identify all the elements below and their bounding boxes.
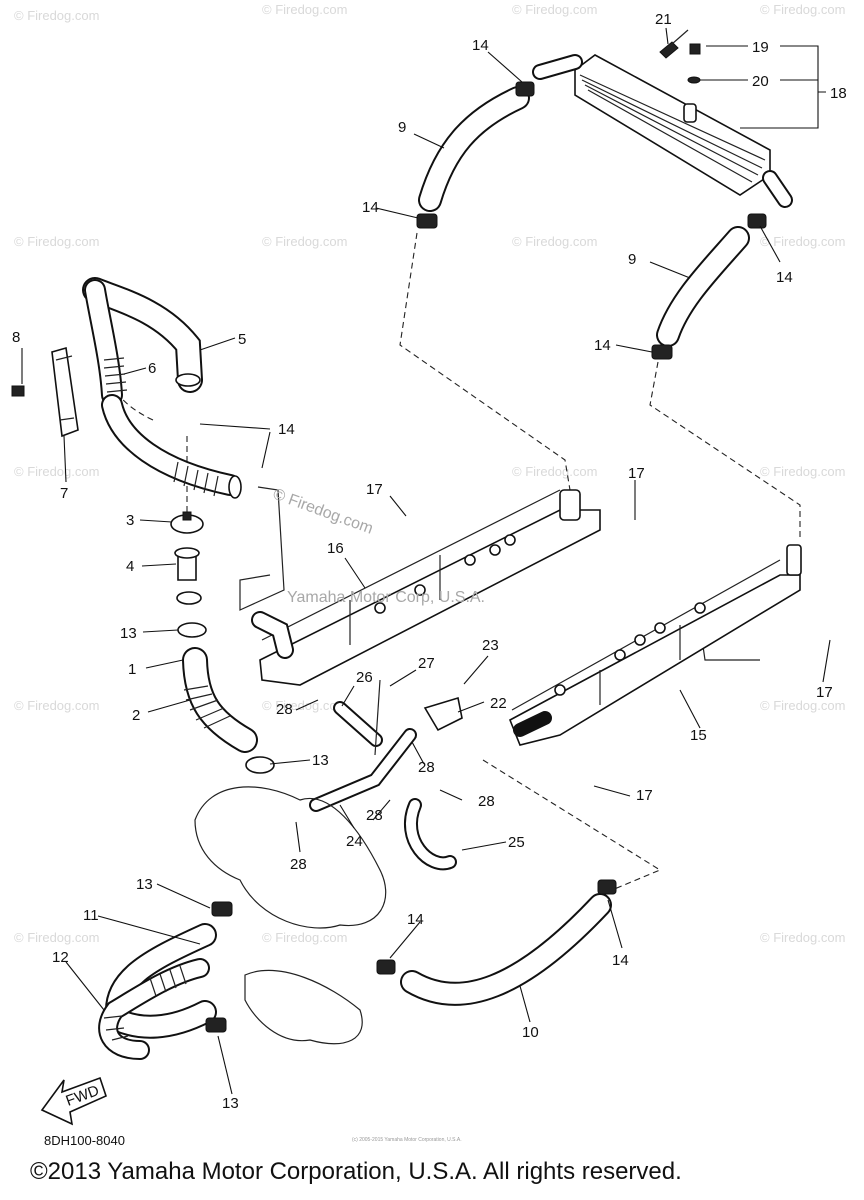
watermark: © Firedog.com <box>760 234 845 249</box>
hose-9-lower <box>651 213 767 360</box>
callout-7: 7 <box>60 485 68 502</box>
copyright-notice: ©2013 Yamaha Motor Corporation, U.S.A. A… <box>30 1158 682 1185</box>
bracket-7 <box>11 346 79 438</box>
callout-1: 1 <box>128 661 136 678</box>
callout-20: 20 <box>752 73 769 90</box>
connector-lines <box>103 232 801 891</box>
callout-13: 13 <box>222 1095 239 1112</box>
callout-14: 14 <box>594 337 611 354</box>
callout-28: 28 <box>276 701 293 718</box>
callout-21: 21 <box>655 11 672 28</box>
callout-5: 5 <box>238 331 246 348</box>
watermark-yamaha: Yamaha Motor Corp, U.S.A. <box>287 589 485 606</box>
firedog-watermarks: © Firedog.com © Firedog.com © Firedog.co… <box>14 2 845 945</box>
rail-16: Yamaha Motor Corp, U.S.A. <box>251 489 601 686</box>
diagram-code: 8DH100-8040 <box>44 1133 125 1148</box>
fwd-arrow: FWD <box>40 1076 107 1126</box>
callout-14: 14 <box>278 421 295 438</box>
callout-28: 28 <box>366 807 383 824</box>
callout-14: 14 <box>362 199 379 216</box>
callout-27: 27 <box>418 655 435 672</box>
watermark: © Firedog.com <box>760 464 845 479</box>
watermark: © Firedog.com <box>14 8 99 23</box>
callout-14: 14 <box>776 269 793 286</box>
hose-10 <box>376 879 617 1006</box>
hose-5-6 <box>82 277 242 499</box>
callout-12: 12 <box>52 949 69 966</box>
callout-17: 17 <box>816 684 833 701</box>
hose-9-upper <box>416 81 535 229</box>
part-callouts: 21 19 20 18 14 9 14 9 14 14 8 5 6 14 7 3… <box>12 11 847 1112</box>
callout-2: 2 <box>132 707 140 724</box>
callout-28: 28 <box>478 793 495 810</box>
watermark: © Firedog.com <box>512 464 597 479</box>
watermark: © Firedog.com <box>14 698 99 713</box>
callout-4: 4 <box>126 558 134 575</box>
callout-19: 19 <box>752 39 769 56</box>
callout-22: 22 <box>490 695 507 712</box>
callout-24: 24 <box>346 833 363 850</box>
watermark: © Firedog.com <box>14 234 99 249</box>
watermark: © Firedog.com <box>262 234 347 249</box>
cooler-assembly <box>532 29 793 208</box>
callout-17: 17 <box>636 787 653 804</box>
callout-9: 9 <box>628 251 636 268</box>
callout-3: 3 <box>126 512 134 529</box>
callout-15: 15 <box>690 727 707 744</box>
watermark: © Firedog.com <box>760 2 845 17</box>
callout-13: 13 <box>312 752 329 769</box>
small-hoses <box>309 679 463 871</box>
callout-18: 18 <box>830 85 847 102</box>
hoses-11-12 <box>98 901 233 1060</box>
callout-26: 26 <box>356 669 373 686</box>
watermark: © Firedog.com <box>512 234 597 249</box>
callout-13: 13 <box>136 876 153 893</box>
watermark: © Firedog.com <box>760 698 845 713</box>
callout-8: 8 <box>12 329 20 346</box>
rail-15 <box>508 544 802 746</box>
watermark: © Firedog.com <box>512 2 597 17</box>
callout-10: 10 <box>522 1024 539 1041</box>
watermark: © Firedog.com <box>760 930 845 945</box>
callout-14: 14 <box>472 37 489 54</box>
callout-14: 14 <box>407 911 424 928</box>
callout-17: 17 <box>628 465 645 482</box>
callout-25: 25 <box>508 834 525 851</box>
callout-11: 11 <box>83 907 99 924</box>
callout-23: 23 <box>482 637 499 654</box>
watermark: © Firedog.com <box>262 930 347 945</box>
thermostat-parts <box>170 511 275 774</box>
watermark-tiny: (c) 2005-2015 Yamaha Motor Corporation, … <box>352 1137 462 1143</box>
callout-13: 13 <box>120 625 137 642</box>
watermark: © Firedog.com <box>262 2 347 17</box>
watermark: © Firedog.com <box>14 930 99 945</box>
callout-14: 14 <box>612 952 629 969</box>
callout-28: 28 <box>290 856 307 873</box>
watermark-center: © Firedog.com <box>271 486 376 538</box>
watermark: © Firedog.com <box>14 464 99 479</box>
callout-17: 17 <box>366 481 383 498</box>
engine-outline <box>194 786 387 1045</box>
callout-28: 28 <box>418 759 435 776</box>
callout-9: 9 <box>398 119 406 136</box>
callout-6: 6 <box>148 360 156 377</box>
callout-16: 16 <box>327 540 344 557</box>
leader-lines <box>21 27 831 1095</box>
